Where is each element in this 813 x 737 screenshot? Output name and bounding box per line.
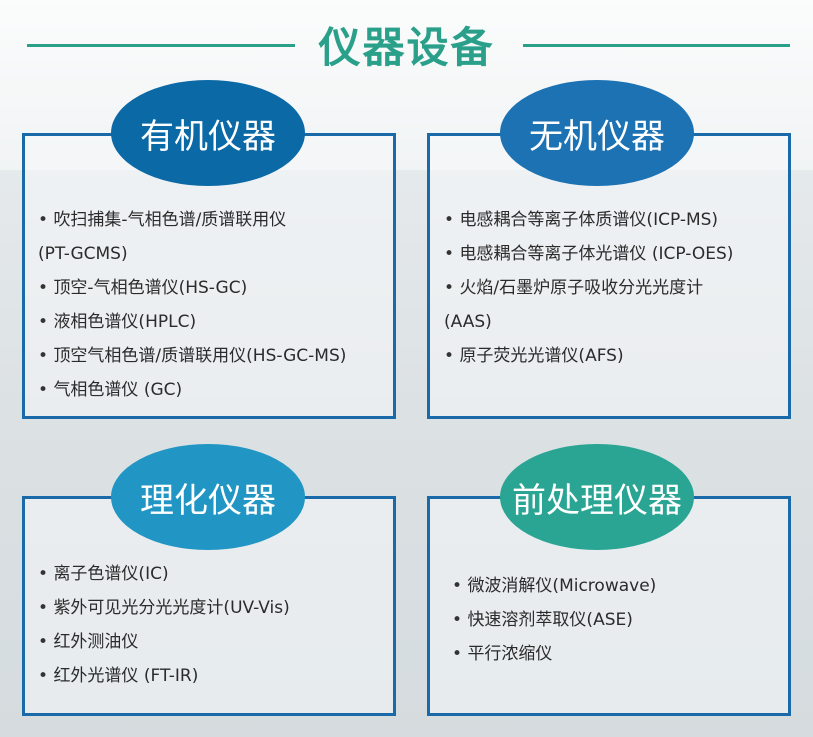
list-item: 微波消解仪(Microwave) — [452, 569, 656, 603]
section-inorganic-heading: 无机仪器 — [500, 80, 694, 186]
list-item: 顶空-气相色谱仪(HS-GC) — [38, 271, 346, 305]
pretreatment-list: 微波消解仪(Microwave) 快速溶剂萃取仪(ASE) 平行浓缩仪 — [452, 569, 656, 671]
list-item: 红外测油仪 — [38, 625, 290, 659]
list-item: 紫外可见光分光光度计(UV-Vis) — [38, 591, 289, 625]
section-pretreatment-heading: 前处理仪器 — [500, 444, 694, 550]
list-item: (AAS) — [444, 312, 492, 332]
organic-list: 吹扫捕集-气相色谱/质谱联用仪 (PT-GCMS) 顶空-气相色谱仪(HS-GC… — [38, 203, 346, 407]
list-item: 红外光谱仪 (FT-IR) — [38, 659, 290, 693]
list-item: 吹扫捕集-气相色谱/质谱联用仪 — [38, 203, 346, 237]
title-rule-right — [523, 44, 790, 47]
list-item: 快速溶剂萃取仪(ASE) — [452, 603, 656, 637]
list-item: 顶空气相色谱/质谱联用仪(HS-GC-MS) — [38, 339, 346, 373]
inorganic-list: 电感耦合等离子体质谱仪(ICP-MS) 电感耦合等离子体光谱仪 (ICP-OES… — [444, 203, 733, 373]
page-title: 仪器设备 — [318, 23, 495, 72]
list-item: 液相色谱仪(HPLC) — [38, 305, 346, 339]
list-item: 电感耦合等离子体光谱仪 (ICP-OES) — [444, 237, 733, 271]
list-item: 原子荧光光谱仪(AFS) — [444, 339, 733, 373]
list-item: 平行浓缩仪 — [452, 637, 656, 671]
section-physchem-heading: 理化仪器 — [111, 444, 305, 550]
section-organic-heading: 有机仪器 — [111, 80, 305, 186]
list-item: 火焰/石墨炉原子吸收分光光度计 — [444, 271, 733, 305]
list-item: 离子色谱仪(IC) — [38, 557, 290, 591]
list-item: (PT-GCMS) — [38, 244, 128, 264]
list-item: 电感耦合等离子体质谱仪(ICP-MS) — [444, 203, 733, 237]
list-item: 气相色谱仪 (GC) — [38, 373, 346, 407]
physchem-list: 离子色谱仪(IC) 紫外可见光分光光度计(UV-Vis) 红外测油仪 红外光谱仪… — [38, 557, 290, 693]
title-rule-left — [27, 44, 295, 47]
